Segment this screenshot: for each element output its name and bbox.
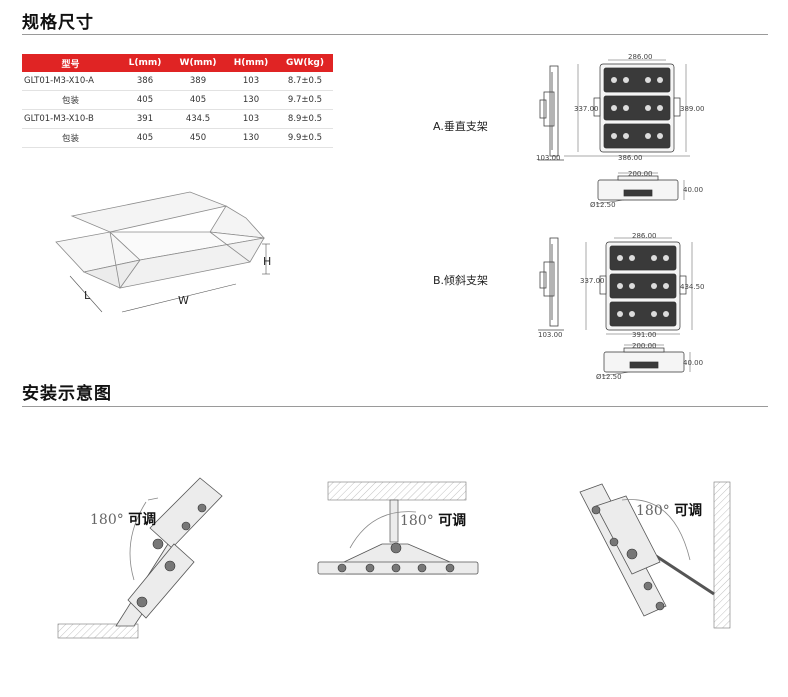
cell-length: 405 [119,90,171,110]
drawing-b-label: B.倾斜支架 [433,274,489,287]
cell-length: 391 [119,109,171,129]
drawing-a-height-left: 337.00 [574,105,599,113]
spec-table-header-row: 型号 L(mm) W(mm) H(mm) GW(kg) [22,54,333,72]
install-floor-angle: 180° 可调 [90,509,156,529]
install-ceiling-mount-diagram [317,481,479,575]
drawing-a-label: A.垂直支架 [433,120,488,133]
drawing-b-plan-height: 40.00 [683,359,704,367]
box-height-label: H [263,255,272,268]
install-section-rule [22,406,768,407]
spec-table: 型号 L(mm) W(mm) H(mm) GW(kg) GLT01-M3-X10… [22,54,333,148]
drawing-b-side-depth: 103.00 [538,331,563,339]
drawing-b-plan-hole: Ø12.50 [596,373,622,381]
cell-height: 130 [225,128,277,148]
cell-length: 386 [119,72,171,91]
header-length: L(mm) [119,54,171,72]
cell-weight: 8.7±0.5 [277,72,333,91]
drawing-a-plan-view [595,172,685,205]
drawing-a-height-right: 389.00 [680,105,705,113]
table-row: 包装 405 405 130 9.7±0.5 [22,90,333,110]
cell-width: 389 [171,72,225,91]
cell-weight: 8.9±0.5 [277,109,333,129]
drawing-a-side-depth: 103.00 [536,154,561,162]
header-height: H(mm) [225,54,277,72]
wall-adjust-label: 可调 [674,503,703,519]
cell-height: 103 [225,72,277,91]
header-width: W(mm) [171,54,225,72]
wall-angle-value: 180° [636,503,670,519]
header-model: 型号 [22,54,119,72]
spec-section-rule [22,34,768,35]
drawing-b-plan-width: 200.00 [632,342,657,350]
drawing-b-plan-view [601,344,691,377]
drawing-b-side-view [538,237,564,331]
install-ceiling-angle: 180° 可调 [400,510,466,530]
cell-model: 包装 [22,90,119,110]
table-row: GLT01-M3-X10-A 386 389 103 8.7±0.5 [22,72,333,91]
drawing-a-plan-height: 40.00 [683,186,704,194]
cell-width: 434.5 [171,109,225,129]
install-floor-mount-diagram [57,477,223,639]
drawing-a-front-view [564,59,690,157]
cell-width: 405 [171,90,225,110]
drawing-a-plan-width: 200.00 [628,170,653,178]
packaging-box-diagram [55,191,270,313]
cell-weight: 9.9±0.5 [277,128,333,148]
install-section-title: 安装示意图 [22,384,112,404]
table-row: 包装 405 450 130 9.9±0.5 [22,128,333,148]
cell-model: 包装 [22,128,119,148]
cell-height: 103 [225,109,277,129]
table-row: GLT01-M3-X10-B 391 434.5 103 8.9±0.5 [22,109,333,129]
install-wall-mount-diagram [579,481,731,629]
drawing-b-top-width: 286.00 [632,232,657,240]
cell-model: GLT01-M3-X10-B [22,109,119,129]
header-weight: GW(kg) [277,54,333,72]
drawing-a-bottom-width: 386.00 [618,154,643,162]
drawing-a-plan-hole: Ø12.50 [590,201,616,209]
drawing-a-side-view [538,65,564,161]
box-length-label: L [84,289,91,302]
cell-model: GLT01-M3-X10-A [22,72,119,91]
cell-length: 405 [119,128,171,148]
drawing-b-height-left: 337.00 [580,277,605,285]
floor-angle-value: 180° [90,512,124,528]
drawing-b-front-view [585,237,693,335]
spec-section-title: 规格尺寸 [22,13,94,33]
cell-width: 450 [171,128,225,148]
cell-height: 130 [225,90,277,110]
ceiling-adjust-label: 可调 [438,513,467,529]
drawing-a-top-width: 286.00 [628,53,653,61]
cell-weight: 9.7±0.5 [277,90,333,110]
drawing-b-bottom-width: 391.00 [632,331,657,339]
ceiling-angle-value: 180° [400,513,434,529]
box-width-label: W [178,294,189,307]
drawing-b-height-right: 434.50 [680,283,705,291]
install-wall-angle: 180° 可调 [636,500,702,520]
floor-adjust-label: 可调 [128,512,157,528]
